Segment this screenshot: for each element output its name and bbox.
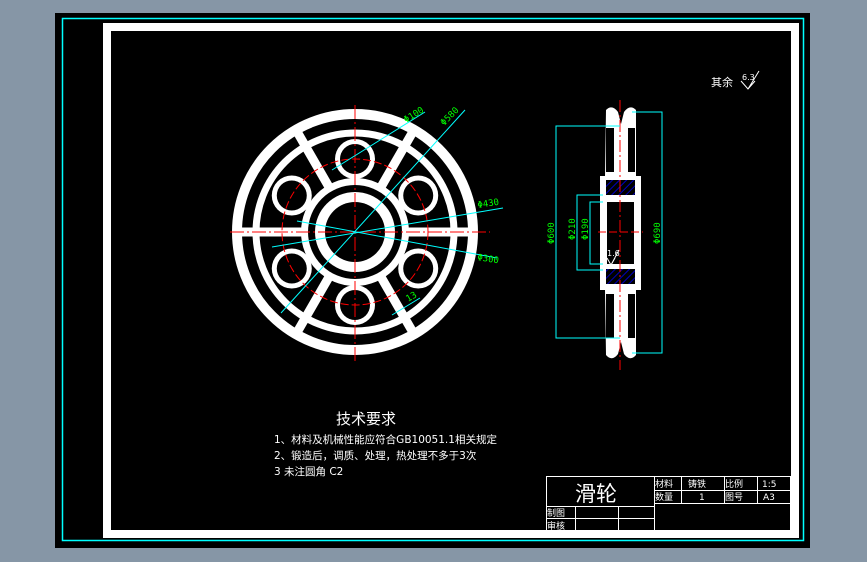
roughness-symbol-icon	[740, 70, 760, 90]
bore-roughness-value: 1.6	[607, 249, 620, 258]
material-value: 铸铁	[688, 478, 706, 490]
checked-label: 审核	[547, 520, 565, 532]
quantity-label: 数量	[655, 491, 673, 503]
tech-item-1: 1、材料及机械性能应符合GB10051.1相关规定	[274, 433, 497, 446]
spoke	[376, 125, 419, 191]
dim-phi690: Φ690	[653, 222, 663, 244]
quantity-value: 1	[699, 493, 705, 503]
roughness-note-value: 6.3	[742, 73, 755, 82]
drawn-label: 制图	[547, 507, 565, 519]
tech-item-2: 2、锻造后，调质、处理，热处理不多于3次	[274, 449, 477, 462]
scale-label: 比例	[725, 478, 743, 490]
drawing-frame	[103, 23, 799, 538]
tech-title: 技术要求	[336, 410, 396, 428]
drawing-no-value: A3	[763, 493, 775, 503]
spoke	[376, 273, 419, 339]
roughness-note-label: 其余	[711, 75, 733, 89]
dim-phi300: Φ300	[477, 253, 500, 266]
spoke	[291, 273, 334, 339]
paper-boundary	[61, 17, 805, 542]
dim-phi190: Φ190	[581, 218, 591, 240]
tech-requirements: 技术要求 1、材料及机械性能应符合GB10051.1相关规定 2、锻造后，调质、…	[274, 410, 497, 478]
drawing-no-label: 图号	[725, 492, 743, 503]
spoke	[291, 125, 334, 191]
dim-phi430: Φ430	[477, 198, 500, 211]
front-view: Φ100 Φ580 Φ430 Φ300 13	[230, 105, 504, 362]
part-name: 滑轮	[575, 482, 617, 506]
scale-value: 1:5	[762, 480, 776, 490]
side-view: Φ600 Φ210 Φ190 Φ690 1.6	[547, 100, 663, 370]
roughness-symbol-icon	[606, 249, 620, 267]
title-block	[546, 476, 791, 531]
dim-13: 13	[405, 291, 419, 305]
tech-item-3: 3 未注圆角 C2	[274, 465, 343, 478]
dim-phi600: Φ600	[547, 222, 557, 244]
material-label: 材料	[655, 478, 673, 490]
dim-phi210: Φ210	[568, 218, 578, 240]
